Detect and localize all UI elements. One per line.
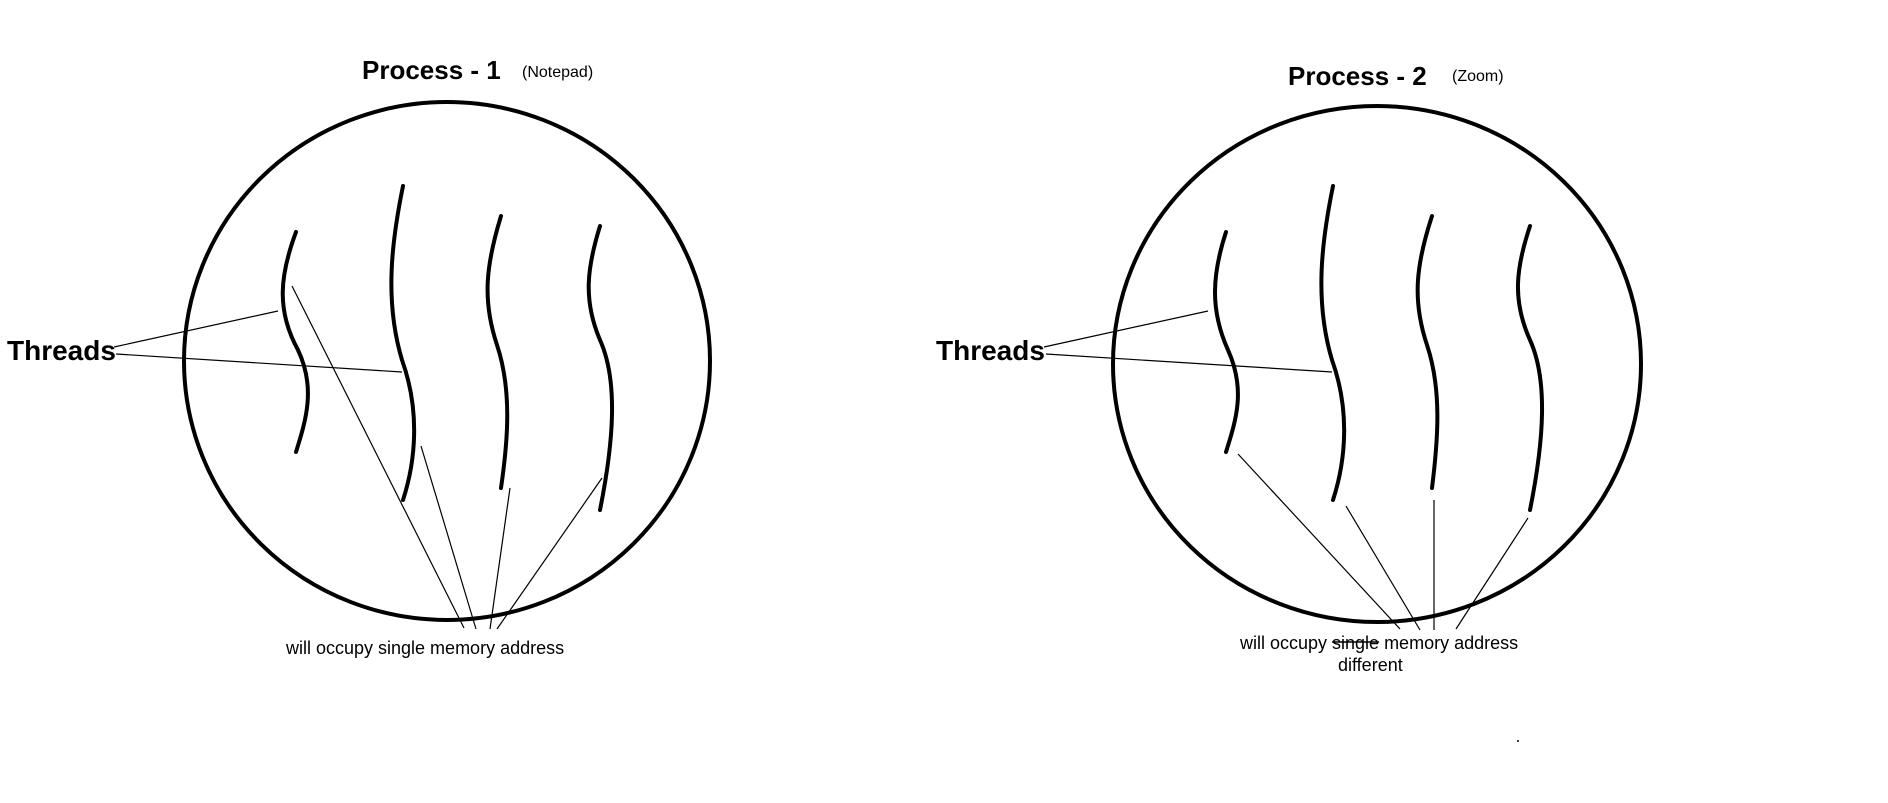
process-1-title: Process - 1 <box>362 55 501 85</box>
process-1-address-pointer-2 <box>420 445 477 630</box>
process-2-threads-pointer-1 <box>1043 310 1209 348</box>
process-2-group: Process - 2 (Zoom) Threads will occupy s… <box>936 61 1643 675</box>
process-1-boundary <box>182 100 712 622</box>
process-1-threads-pointer-2 <box>115 353 403 373</box>
process-1-group: Process - 1 (Notepad) Threads will occup… <box>7 55 712 658</box>
process-1-thread-2 <box>389 184 417 502</box>
process-1-address-pointer-3 <box>489 487 511 630</box>
process-2-title: Process - 2 <box>1288 61 1427 91</box>
process-1-thread-1 <box>280 230 310 454</box>
process-2-boundary <box>1111 104 1643 624</box>
process-1-threads-pointer-1 <box>113 310 279 348</box>
process-2-caption-struck-word: single <box>1332 633 1379 653</box>
process-2-thread-3 <box>1415 214 1440 490</box>
process-1-address-pointer-1 <box>291 285 465 629</box>
process-2-caption-correction: different <box>1338 655 1403 675</box>
process-1-thread-3 <box>485 214 510 490</box>
process-2-threads-pointer-2 <box>1045 353 1333 373</box>
process-2-caption: will occupy single memory address <box>1239 633 1518 653</box>
process-2-threads-label: Threads <box>936 335 1045 366</box>
process-2-caption-suffix: memory address <box>1379 633 1518 653</box>
process-1-threads-label: Threads <box>7 335 116 366</box>
process-2-thread-2 <box>1319 184 1347 502</box>
process-2-caption-prefix: will occupy <box>1239 633 1332 653</box>
process-1-subtitle: (Notepad) <box>522 64 593 81</box>
process-2-address-pointer-4 <box>1455 517 1529 630</box>
process-1-address-pointer-4 <box>496 477 603 630</box>
stray-dot <box>1517 740 1519 742</box>
process-1-caption: will occupy single memory address <box>285 638 564 658</box>
process-2-thread-1 <box>1213 230 1240 454</box>
process-2-thread-4 <box>1515 224 1544 512</box>
process-2-address-pointer-2 <box>1345 505 1421 631</box>
process-2-subtitle: (Zoom) <box>1452 68 1504 85</box>
process-1-thread-4 <box>586 224 614 512</box>
process-2-address-pointer-1 <box>1237 453 1401 630</box>
